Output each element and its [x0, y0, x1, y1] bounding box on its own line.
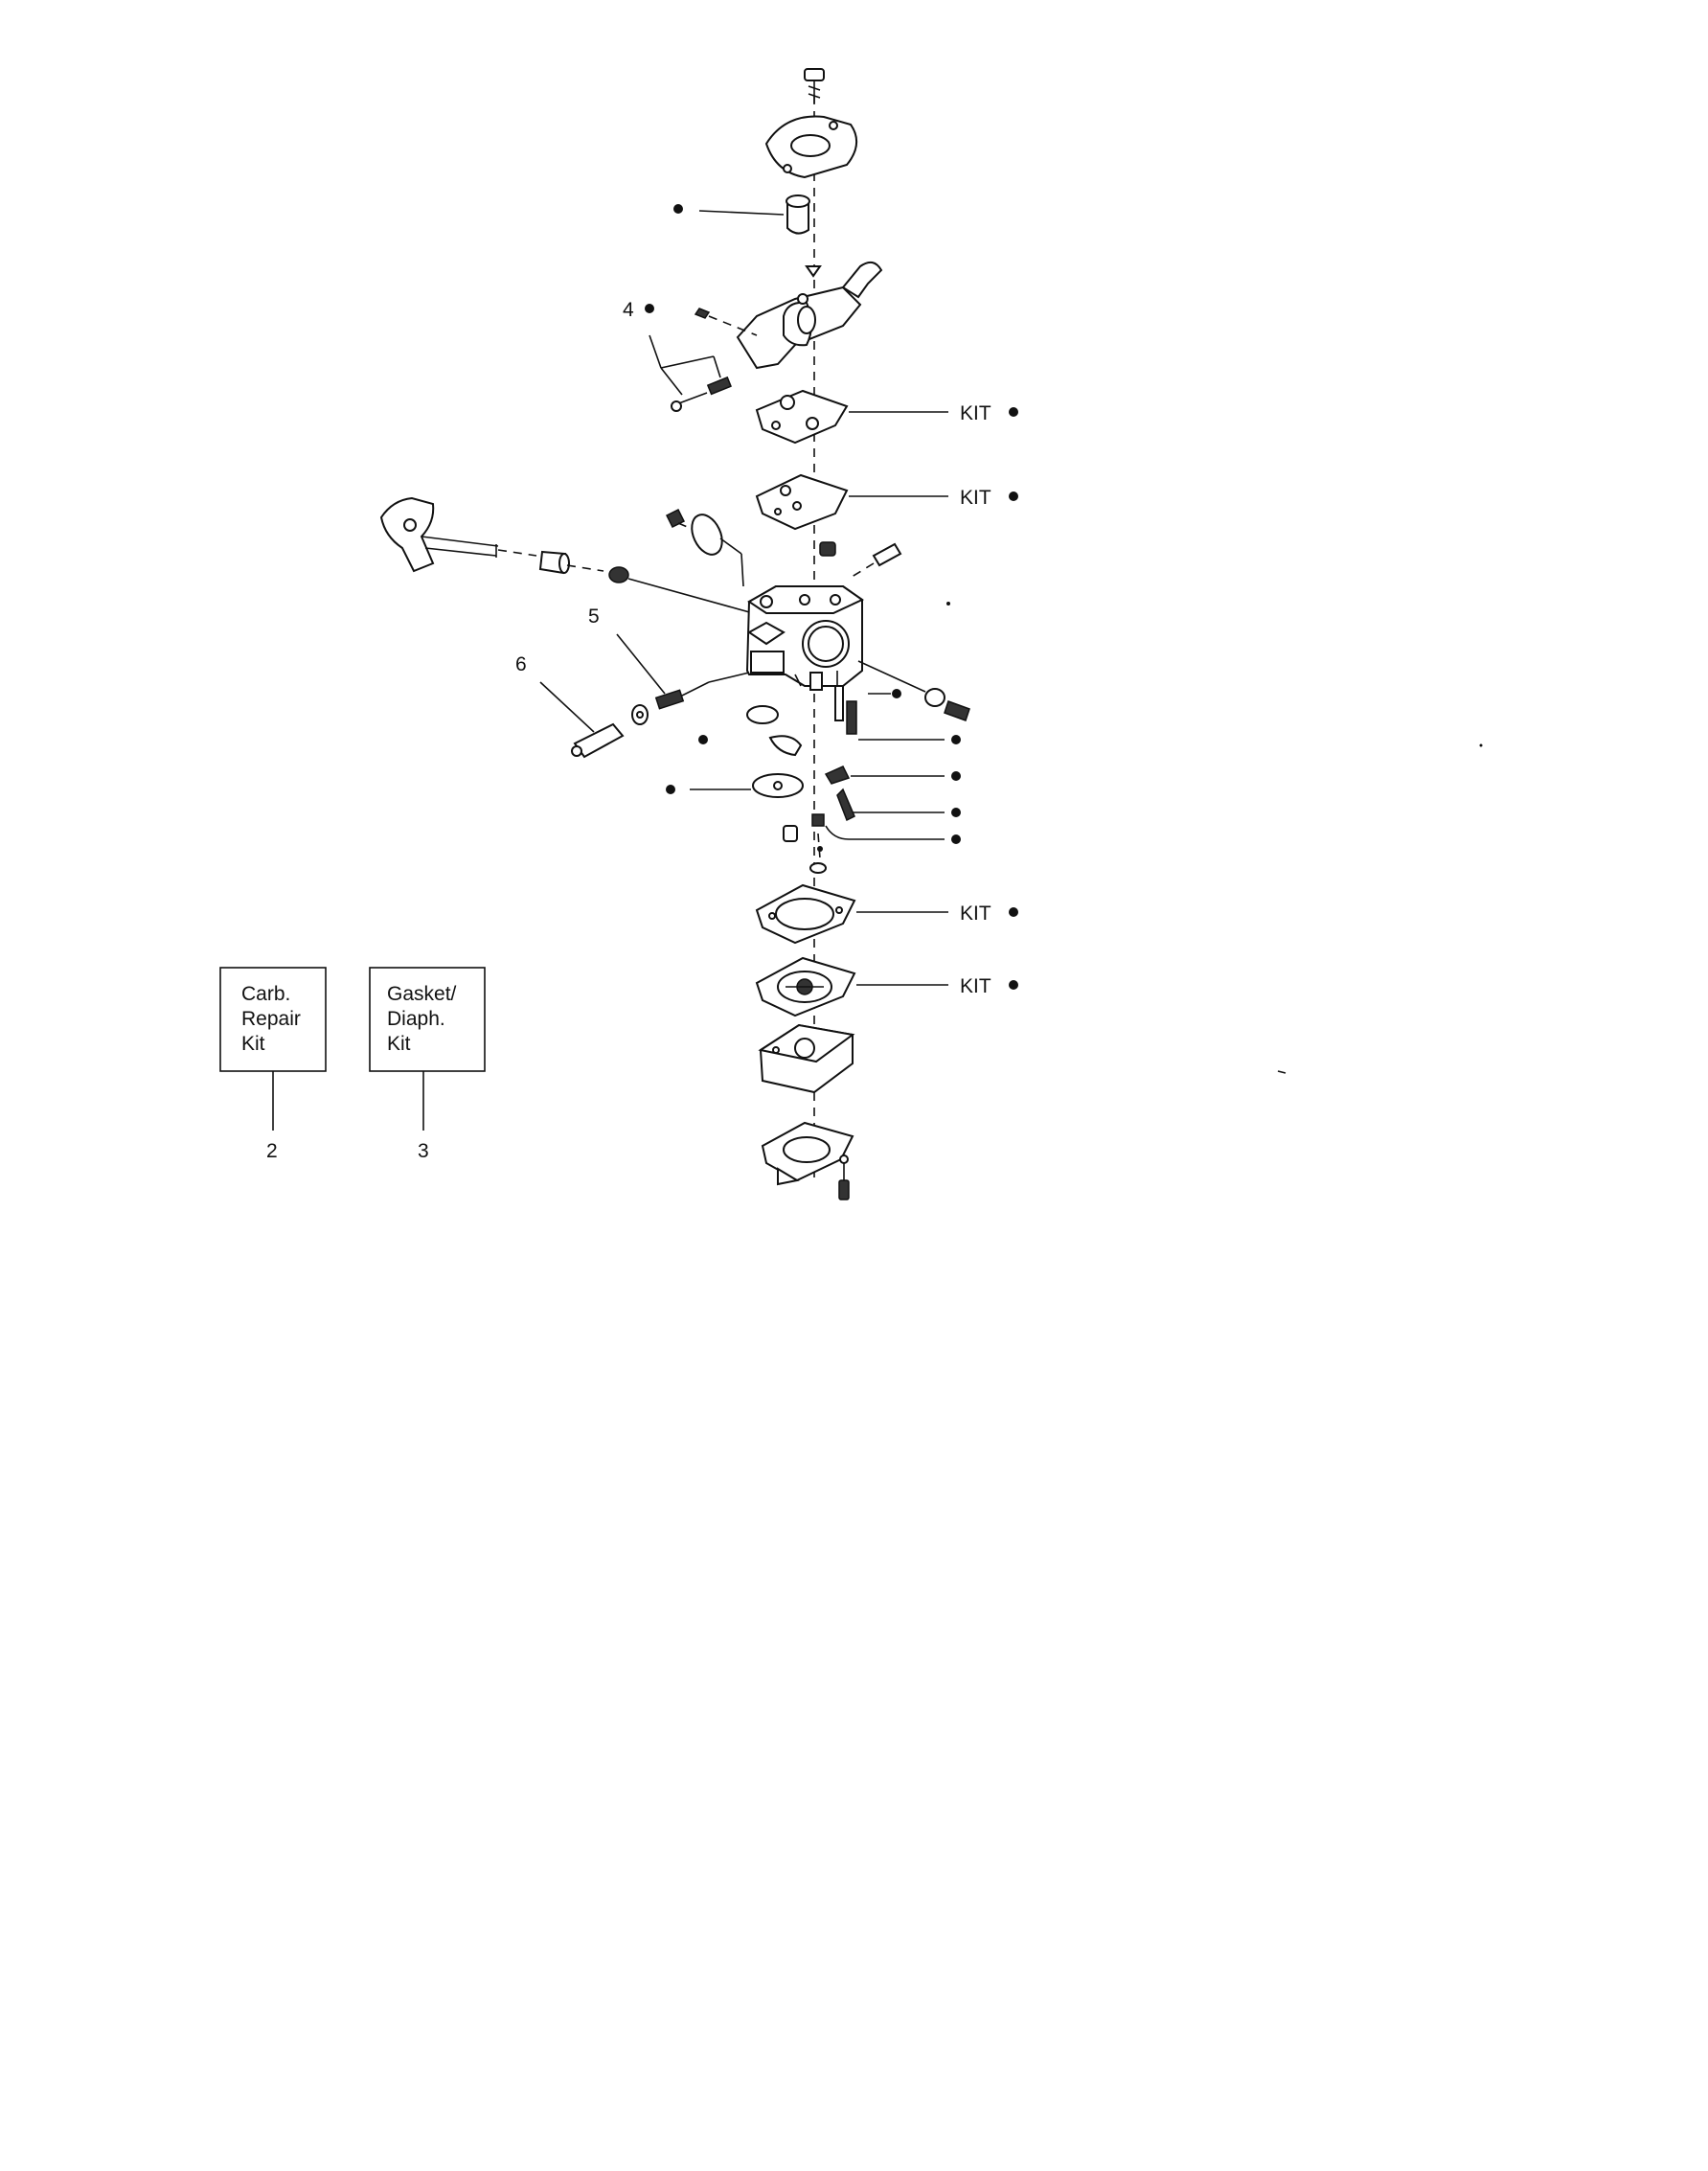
ref-4-bracket [649, 334, 721, 396]
ref-number-4: 4 [623, 299, 634, 321]
metering-spring [846, 700, 857, 735]
legend-text: Gasket/ [387, 983, 457, 1005]
legend-text: Repair [241, 1008, 301, 1030]
pump-gasket [755, 389, 849, 445]
kit-bullet [1009, 907, 1018, 917]
metering-cover [758, 1023, 855, 1094]
ref-number-3: 3 [418, 1140, 429, 1162]
kit-bullet [645, 304, 654, 313]
metering-disc [752, 773, 804, 798]
top-screw [804, 68, 825, 103]
legend-gasket-diaph-kit: Gasket/ Diaph. Kit 3 [369, 967, 486, 1162]
kit-bullet [951, 808, 961, 817]
pump-cover-plate [764, 115, 857, 179]
leader-primer [698, 210, 785, 216]
legend-text: Diaph. [387, 1008, 445, 1030]
carburetor-body [745, 585, 864, 691]
idle-spring [654, 672, 750, 710]
inlet-needle-lever [768, 735, 803, 757]
idle-adjust-screw [924, 688, 970, 721]
axis-segment [817, 833, 821, 859]
primer-bulb [786, 194, 810, 235]
ref-number-2: 2 [266, 1140, 278, 1162]
kit-bullet [698, 735, 708, 744]
stray-mark [946, 602, 950, 606]
legend-carb-repair-kit: Carb. Repair Kit 2 [219, 967, 327, 1162]
lever-pin [834, 671, 844, 721]
axis-dot [817, 846, 823, 852]
adjust-needle [571, 722, 625, 759]
leader-bullet [825, 825, 945, 840]
inlet-needle [824, 766, 851, 785]
kit-bullet [1009, 491, 1018, 501]
ref-number-5: 5 [588, 606, 600, 628]
kit-bullet [951, 834, 961, 844]
throttle-shaft-lever [379, 496, 537, 573]
choke-pin [848, 542, 902, 580]
kit-label-2: KIT [960, 487, 991, 509]
leader-5 [616, 633, 666, 695]
welch-plug [746, 705, 779, 724]
bottom-screw [838, 1154, 850, 1200]
throttle-screw [665, 508, 693, 530]
o-ring [809, 862, 827, 874]
legend-text: Carb. [241, 983, 290, 1005]
metering-screw [783, 813, 825, 842]
adjust-screw-lower [671, 376, 732, 412]
kit-bullet [951, 735, 961, 744]
stray-mark [1277, 1070, 1287, 1074]
kit-bullet [666, 785, 675, 794]
bottom-gasket [761, 1121, 854, 1186]
leader-spring [627, 578, 754, 614]
kit-bullet [951, 771, 961, 781]
ref-number-6: 6 [515, 653, 527, 675]
kit-label-1: KIT [960, 402, 991, 424]
fuel-pump-body [736, 261, 883, 370]
kit-bullet [673, 204, 683, 214]
legend-text: Kit [241, 1033, 265, 1055]
shaft-bushing [538, 550, 570, 575]
leader-6 [539, 681, 595, 733]
adjust-screw-upper [694, 308, 758, 336]
throttle-spring [608, 566, 629, 583]
kit-bullet [1009, 407, 1018, 417]
choke-spring [819, 541, 836, 557]
legend-text: Kit [387, 1033, 411, 1055]
lever-spring [836, 788, 855, 822]
kit-bullet [1009, 980, 1018, 990]
axis-segment [566, 564, 604, 572]
kit-bullet [892, 689, 901, 698]
needle-washer [631, 704, 649, 725]
metering-gasket [755, 883, 856, 945]
stray-mark [1479, 743, 1483, 747]
kit-label-3: KIT [960, 903, 991, 925]
metering-diaphragm [755, 956, 856, 1017]
kit-label-4: KIT [960, 975, 991, 997]
check-valve [805, 265, 822, 278]
pump-diaphragm [755, 473, 849, 531]
throttle-plate [691, 514, 744, 587]
leader-needle [857, 660, 926, 693]
